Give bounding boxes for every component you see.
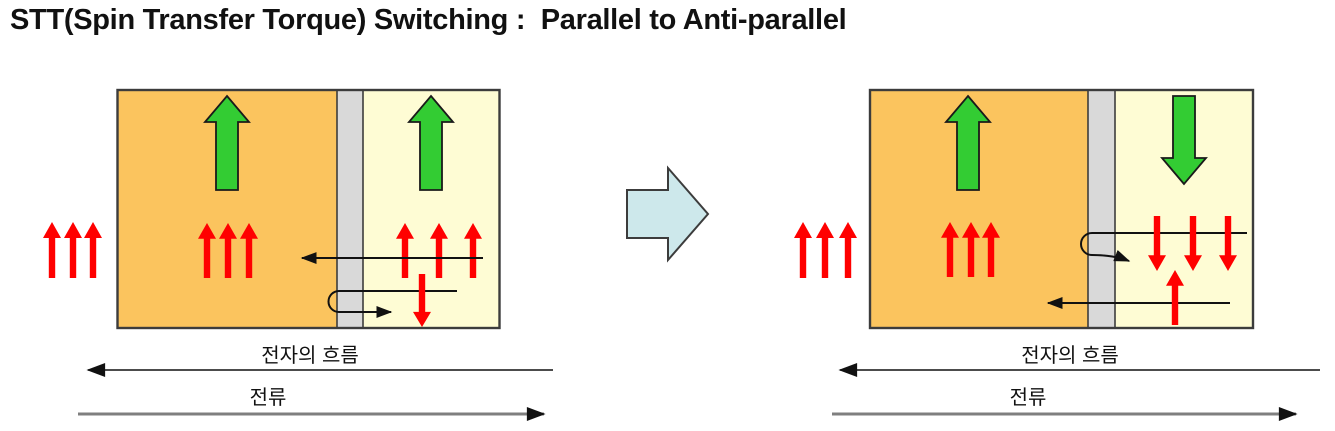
spin-up-arrow-icon <box>43 222 61 278</box>
current-label: 전류 <box>250 386 287 409</box>
electron-reflect-arrow <box>327 290 457 318</box>
spin-up-arrow-icon <box>794 222 812 278</box>
magnetization-up-arrow-icon <box>203 94 251 191</box>
transition-right-arrow-icon <box>626 165 710 263</box>
electron-reflect-arrow <box>1080 232 1247 262</box>
current-label: 전류 <box>1010 386 1047 409</box>
spin-up-arrow-icon <box>816 222 834 278</box>
tunnel-barrier <box>1087 89 1116 329</box>
tunnel-barrier <box>336 89 364 329</box>
magnetization-up-arrow-icon <box>944 94 992 191</box>
magnetization-up-arrow-icon <box>407 94 455 191</box>
fixed-layer-spin-up-arrows <box>941 222 1000 277</box>
spin-up-arrow-icon <box>64 222 82 278</box>
junction-outline <box>116 88 501 330</box>
spin-up-arrow-icon <box>839 222 857 278</box>
junction-outline <box>868 88 1255 330</box>
electron-flow-label: 전자의 흐름 <box>261 344 359 367</box>
left-panel: 전자의 흐름 전류 <box>43 88 553 421</box>
magnetization-down-arrow-icon <box>1160 95 1208 186</box>
right-panel: 전자의 흐름 전류 <box>794 88 1320 421</box>
electron-flow-label: 전자의 흐름 <box>1021 344 1119 367</box>
page-title: STT(Spin Transfer Torque) Switching : Pa… <box>10 4 847 36</box>
spin-up-arrow-icon <box>84 222 102 278</box>
right-incoming-spin-up-arrows <box>794 222 857 278</box>
fixed-layer-spin-up-arrows <box>198 223 258 278</box>
left-incoming-spin-up-arrows <box>43 222 102 278</box>
